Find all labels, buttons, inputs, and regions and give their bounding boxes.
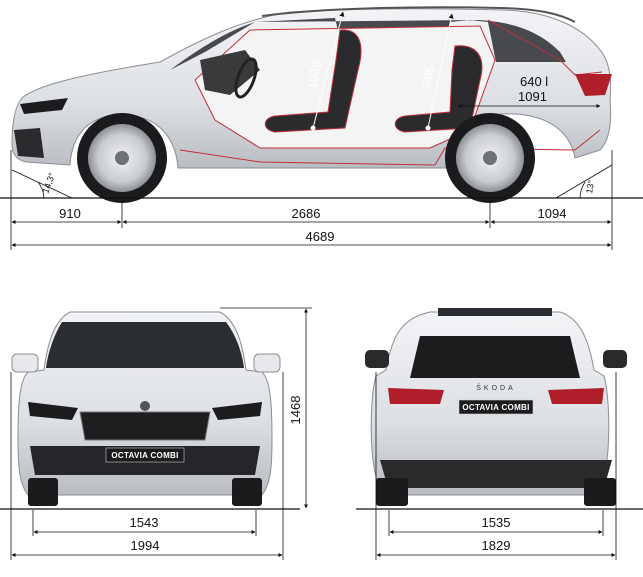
boot-length-label: 1091 bbox=[518, 89, 547, 104]
front-headroom-label: 1039 bbox=[303, 59, 325, 91]
rear-left-mirror bbox=[365, 350, 389, 368]
side-taillight bbox=[575, 74, 612, 96]
rear-badge bbox=[458, 399, 534, 415]
height-label: 1468 bbox=[288, 396, 303, 425]
front-grille-side bbox=[14, 128, 44, 158]
rear-seat bbox=[394, 45, 483, 133]
roof-rail bbox=[261, 6, 576, 23]
side-view: 14,3° 13° 910 2686 1094 4689 1039 985 64… bbox=[0, 6, 643, 250]
boot-volume-label: 640 l bbox=[520, 74, 548, 89]
front-width-label: 1994 bbox=[131, 538, 160, 553]
front-left-tyre bbox=[28, 478, 58, 506]
wheelbase-label: 2686 bbox=[292, 206, 321, 221]
rear-brand-text: ŠKODA bbox=[476, 383, 516, 392]
right-taillight bbox=[548, 388, 604, 404]
left-headlight bbox=[28, 402, 78, 420]
rear-width-label: 1829 bbox=[482, 538, 511, 553]
front-overhang-label: 910 bbox=[59, 206, 81, 221]
front-track-label: 1543 bbox=[130, 515, 159, 530]
steering-wheel bbox=[234, 57, 258, 99]
approach-angle-label: 14,3° bbox=[40, 171, 57, 195]
rear-wheel bbox=[445, 113, 535, 203]
front-wheel bbox=[77, 113, 167, 203]
front-grille bbox=[79, 411, 211, 441]
approach-line bbox=[11, 169, 73, 199]
right-mirror bbox=[253, 353, 281, 373]
front-seat bbox=[264, 29, 362, 133]
rear-window bbox=[410, 336, 580, 378]
left-mirror bbox=[11, 353, 39, 373]
rear-badge-text: OCTAVIA COMBI bbox=[462, 403, 529, 412]
rear-right-mirror bbox=[603, 350, 627, 368]
rear-headroom-label: 985 bbox=[418, 64, 437, 88]
front-view: OCTAVIA COMBI 1468 1543 1994 bbox=[0, 307, 312, 560]
front-badge bbox=[105, 447, 185, 463]
rear-bumper bbox=[380, 460, 612, 488]
interior-outline bbox=[179, 129, 601, 166]
departure-line bbox=[555, 164, 613, 199]
rear-right-tyre bbox=[584, 478, 616, 506]
front-badge-text: OCTAVIA COMBI bbox=[111, 451, 178, 460]
front-logo bbox=[140, 401, 150, 411]
departure-angle-label: 13° bbox=[584, 179, 596, 195]
rear-spoiler bbox=[438, 308, 552, 316]
right-headlight bbox=[212, 402, 262, 420]
rear-track-label: 1535 bbox=[482, 515, 511, 530]
front-right-tyre bbox=[232, 478, 262, 506]
left-taillight bbox=[388, 388, 444, 404]
boot-outline bbox=[487, 19, 603, 76]
overall-length-label: 4689 bbox=[306, 229, 335, 244]
rear-overhang-label: 1094 bbox=[538, 206, 567, 221]
front-windshield bbox=[46, 322, 244, 368]
side-headlight bbox=[20, 98, 68, 114]
rear-view: ŠKODA OCTAVIA COMBI 1535 1829 bbox=[356, 308, 643, 560]
rear-left-tyre bbox=[376, 478, 408, 506]
